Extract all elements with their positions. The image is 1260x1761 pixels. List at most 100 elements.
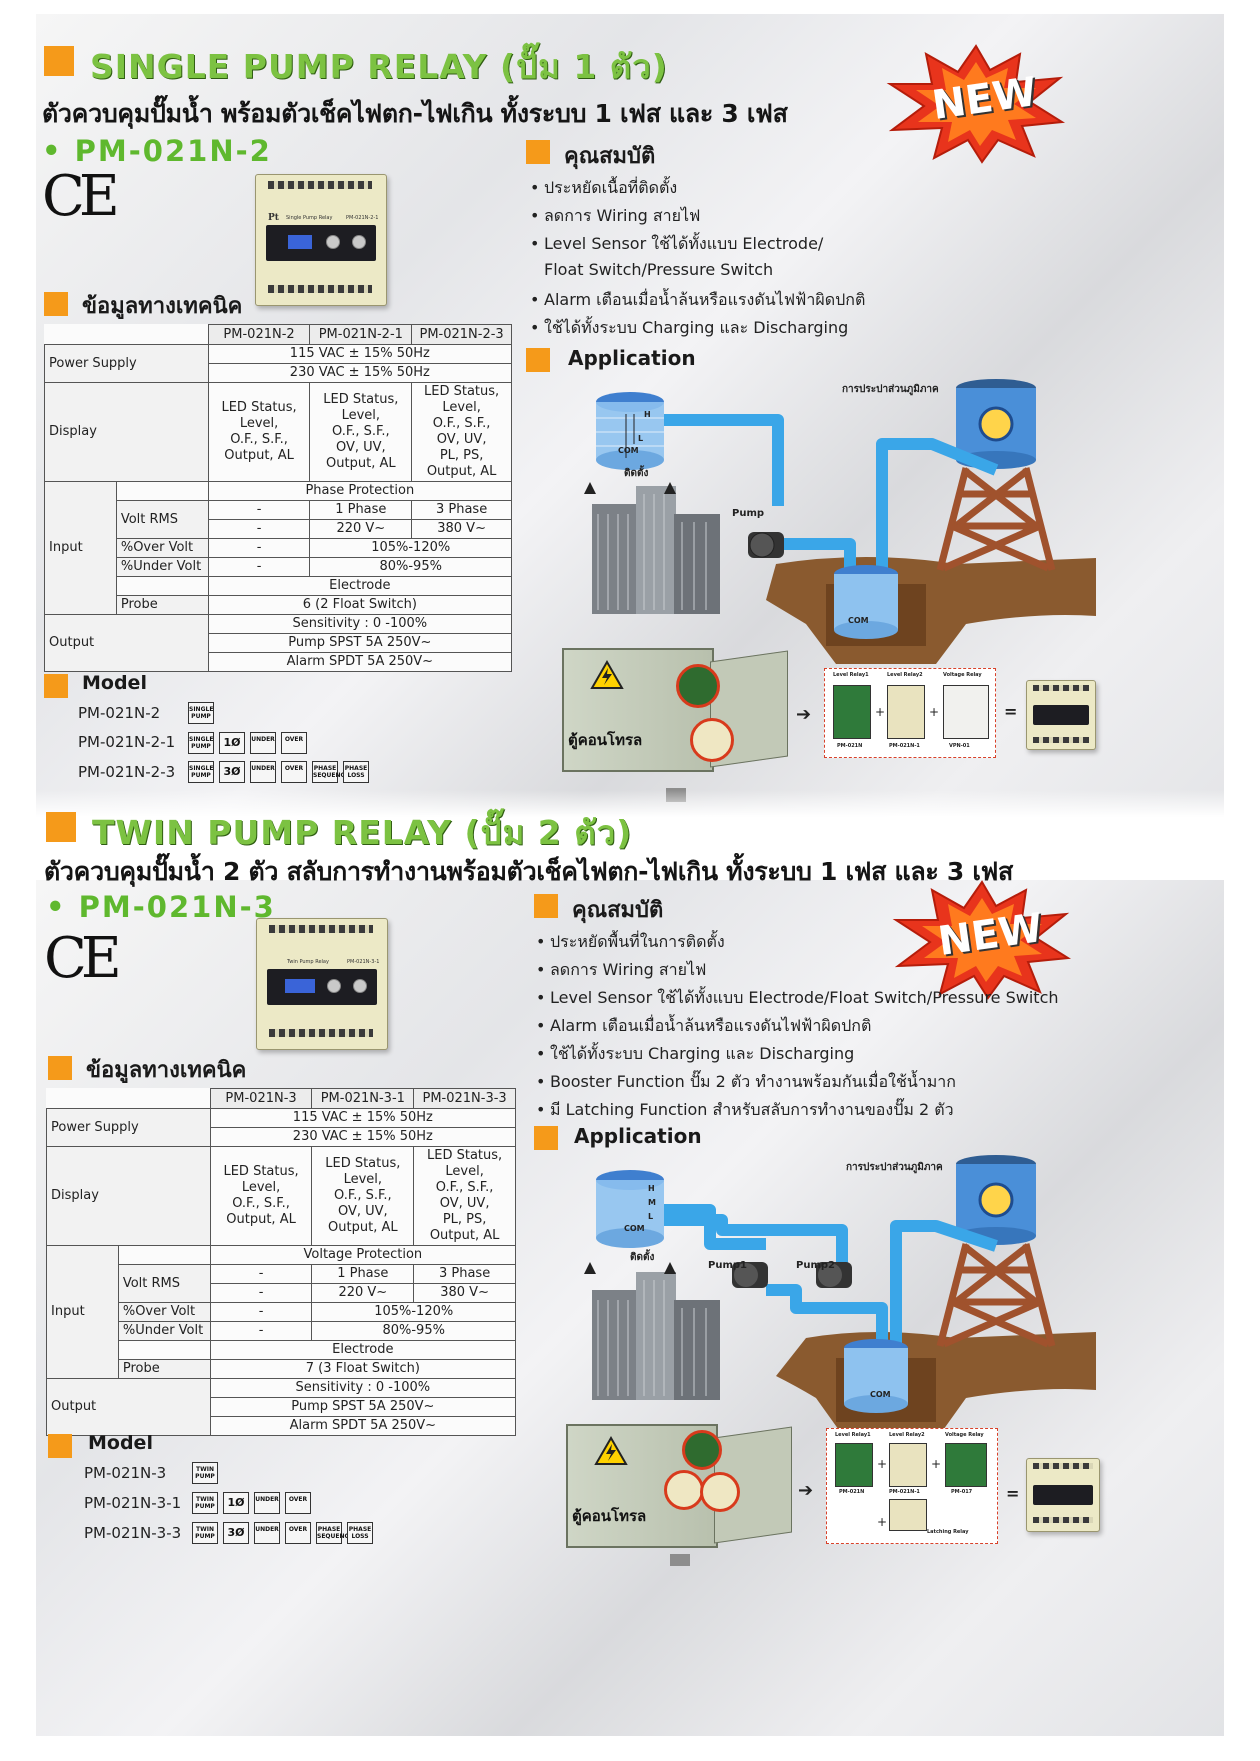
cell: 220 V~ xyxy=(309,519,413,539)
relay2-label: Level Relay2 xyxy=(887,672,923,678)
cell: Pump SPST 5A 250V~ xyxy=(209,1397,517,1417)
cell: Electrode xyxy=(209,1340,517,1360)
feature-item: •Level Sensor ใช้ได้ทั้งแบบ Electrode/ xyxy=(530,234,824,253)
single-title: SINGLE PUMP RELAY (ปั๊ม 1 ตัว) xyxy=(90,47,668,86)
level-l-label: L xyxy=(638,434,644,443)
cell: 230 VAC ± 15% 50Hz xyxy=(207,363,513,383)
cell: 7 (3 Float Switch) xyxy=(209,1359,517,1379)
cell: Alarm SPDT 5A 250V~ xyxy=(207,652,513,672)
feature-item: •ประหยัดเนื้อที่ติดตั้ง xyxy=(530,178,678,197)
over-voltage-icon: OVER xyxy=(281,732,307,754)
plus-icon: + xyxy=(877,1457,888,1471)
section-marker xyxy=(46,812,76,842)
col-header: PM-021N-3 xyxy=(209,1088,313,1109)
plus-icon: + xyxy=(931,1457,942,1471)
control-box-label: ตู้คอนโทรล xyxy=(568,731,643,749)
cell: LED Status, Level, O.F., S.F., Output, A… xyxy=(209,1146,313,1246)
section-marker xyxy=(44,292,68,316)
feature-item: •Level Sensor ใช้ได้ทั้งแบบ Electrode/Fl… xyxy=(536,988,1059,1007)
model-heading: Model xyxy=(82,672,147,694)
feature-item: •ลดการ Wiring สายไฟ xyxy=(536,960,707,979)
row-label: Display xyxy=(44,382,209,482)
relay-image xyxy=(833,685,871,739)
zoom-circle xyxy=(690,718,734,762)
col-header: PM-021N-2-1 xyxy=(309,324,413,345)
row-label: Power Supply xyxy=(46,1108,211,1147)
single-pump-panel: SINGLE PUMP RELAY (ปั๊ม 1 ตัว) ตัวควบคุม… xyxy=(36,14,1224,879)
pump1-label: Pump1 xyxy=(708,1260,747,1271)
combined-product-image xyxy=(1026,1458,1100,1532)
equals-icon: = xyxy=(1004,702,1018,721)
zoom-circle xyxy=(676,664,720,708)
twin-subtitle: ตัวควบคุมปั๊มน้ำ 2 ตัว สลับการทำงานพร้อม… xyxy=(44,857,1014,886)
single-phase-icon: 1Ø xyxy=(223,1492,249,1514)
cell: 380 V~ xyxy=(411,519,512,539)
install-label: ติดตั้ง xyxy=(630,1252,655,1263)
cell: 1 Phase xyxy=(309,500,413,520)
relay-image xyxy=(889,1499,927,1531)
over-voltage-icon: OVER xyxy=(285,1492,311,1514)
three-phase-icon: 3Ø xyxy=(219,761,245,783)
row-label: %Under Volt xyxy=(115,557,209,577)
feature-item-cont: Float Switch/Pressure Switch xyxy=(544,260,774,279)
tech-heading: ข้อมูลทางเทคนิค xyxy=(86,1058,247,1083)
row-label: %Under Volt xyxy=(117,1321,211,1341)
cell: Phase Protection xyxy=(207,481,513,501)
model-row: PM-021N-3 xyxy=(84,1464,167,1482)
voltage-relay-model: PM-017 xyxy=(951,1489,973,1495)
box-stand xyxy=(670,1554,690,1566)
row-label: Output xyxy=(44,614,209,672)
cell: - xyxy=(209,1264,313,1284)
level-l-label: L xyxy=(648,1212,654,1221)
three-phase-icon: 3Ø xyxy=(223,1522,249,1544)
cell: Alarm SPDT 5A 250V~ xyxy=(209,1416,517,1436)
row-label: Display xyxy=(46,1146,211,1246)
row-label: %Over Volt xyxy=(115,538,209,558)
section-marker xyxy=(48,1056,72,1080)
terminal-block xyxy=(268,285,372,293)
control-box-label: ตู้คอนโทรล xyxy=(572,1507,647,1525)
warning-icon xyxy=(594,1436,628,1465)
section-marker xyxy=(44,46,74,76)
cell: 380 V~ xyxy=(413,1283,516,1303)
voltage-relay-model: VPN-01 xyxy=(949,743,970,749)
phase-loss-icon: PHASE LOSS xyxy=(347,1522,373,1544)
twin-pump-icon: TWIN PUMP xyxy=(192,1522,218,1544)
features-heading: คุณสมบัติ xyxy=(564,144,656,169)
voltage-relay-label: Voltage Relay xyxy=(943,672,982,678)
arrow-right-icon: ➔ xyxy=(796,704,812,725)
features-heading: คุณสมบัติ xyxy=(572,898,664,923)
plus-icon: + xyxy=(875,705,886,719)
zoom-circle xyxy=(664,1470,704,1510)
row-label: Probe xyxy=(115,595,209,615)
under-voltage-icon: UNDER xyxy=(250,761,276,783)
row-label: Volt RMS xyxy=(117,1264,211,1303)
ce-mark: CE xyxy=(44,926,122,991)
level-h-label: H xyxy=(644,410,651,419)
cell: 6 (2 Float Switch) xyxy=(207,595,513,615)
single-pump-icon: SINGLE PUMP xyxy=(188,761,214,783)
cell: Electrode xyxy=(207,576,513,596)
new-burst-icon xyxy=(892,880,1072,1000)
under-voltage-icon: UNDER xyxy=(254,1522,280,1544)
cell: 1 Phase xyxy=(311,1264,415,1284)
com-label: COM xyxy=(618,446,639,455)
latching-relay-label: Latching Relay xyxy=(927,1529,969,1535)
section-marker xyxy=(526,140,550,164)
feature-item: •ใช้ได้ทั้งระบบ Charging และ Discharging xyxy=(536,1044,855,1063)
feature-item: •Alarm เตือนเมื่อน้ำล้นหรือแรงดันไฟฟ้าผิ… xyxy=(530,290,866,309)
twin-pump-icon: TWIN PUMP xyxy=(192,1462,218,1484)
tech-heading: ข้อมูลทางเทคนิค xyxy=(82,294,243,319)
relay1-label: Level Relay1 xyxy=(833,672,869,678)
product-image-single: Single Pump Relay PM-021N-2-1 Pt xyxy=(255,174,387,306)
over-voltage-icon: OVER xyxy=(285,1522,311,1544)
com-label: COM xyxy=(624,1224,645,1233)
cell: Pump SPST 5A 250V~ xyxy=(207,633,513,653)
application-heading: Application xyxy=(574,1124,702,1148)
feature-item: •ใช้ได้ทั้งระบบ Charging และ Discharging xyxy=(530,318,849,337)
single-subtitle: ตัวควบคุมปั๊มน้ำ พร้อมตัวเช็คไฟตก-ไฟเกิน… xyxy=(42,99,788,128)
model-row: PM-021N-2-1 xyxy=(78,733,176,751)
relay2-model: PM-021N-1 xyxy=(889,1489,920,1495)
row-label: Power Supply xyxy=(44,344,209,383)
over-voltage-icon: OVER xyxy=(281,761,307,783)
